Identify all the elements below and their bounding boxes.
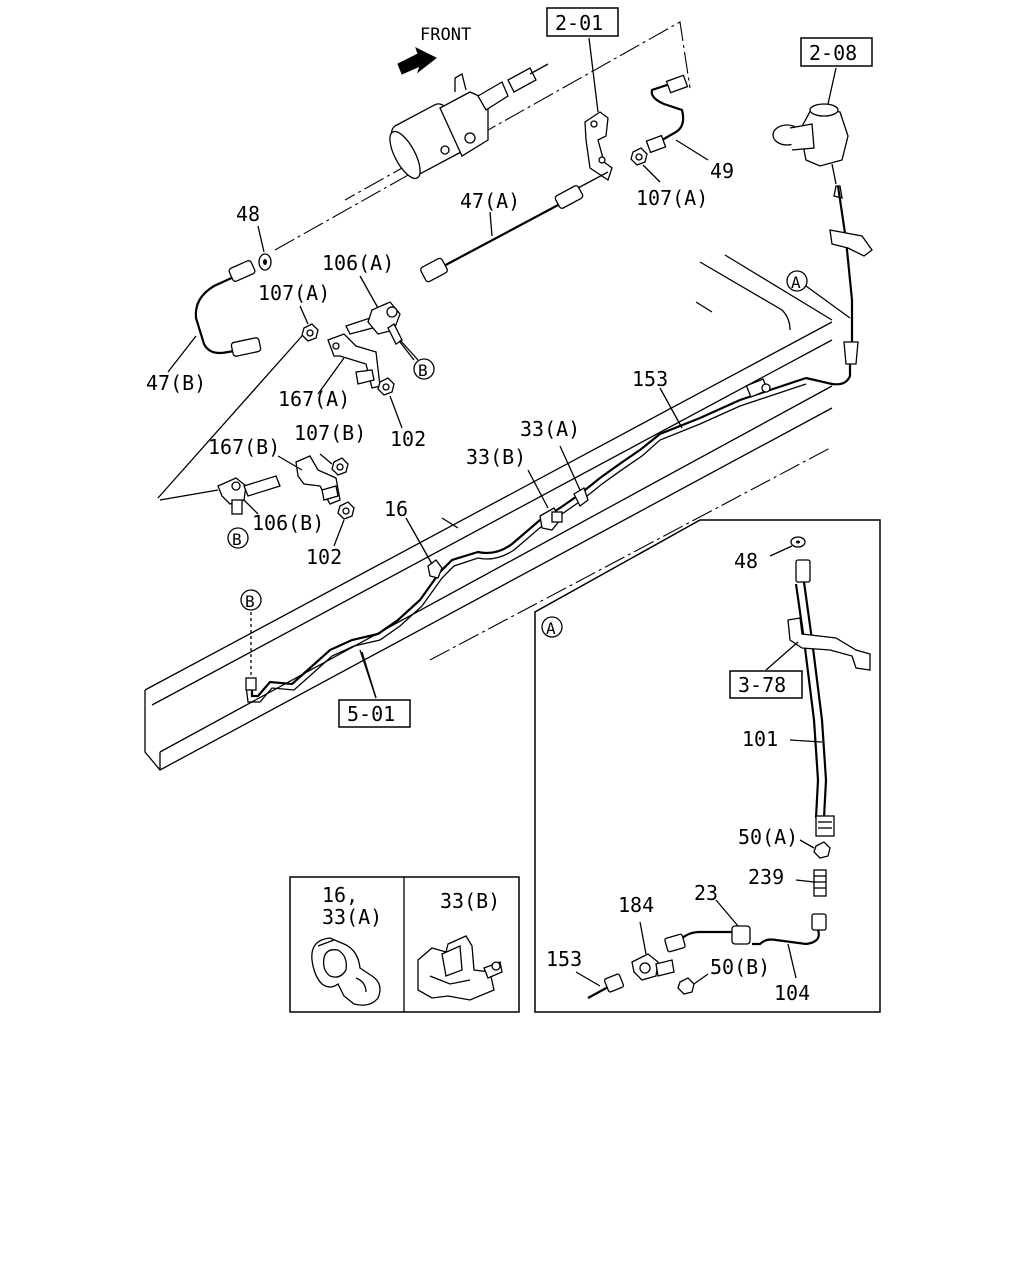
label-104: 104 <box>774 981 810 1005</box>
label-102-top: 102 <box>390 427 426 451</box>
upper-bracket <box>584 37 613 182</box>
label-106a: 106(A) <box>322 251 394 275</box>
bolt-and-nut-102-top <box>355 369 403 429</box>
ref-2-01: 2-01 <box>555 11 603 35</box>
mark-a-detail: A <box>546 619 556 638</box>
joint-106b <box>159 475 281 515</box>
front-hose <box>805 185 873 386</box>
label-16: 16 <box>384 497 408 521</box>
nut-102-bottom <box>333 501 355 547</box>
clips-16-33 <box>359 387 683 699</box>
main-brake-line <box>245 376 807 703</box>
label-167b: 167(B) <box>208 435 280 459</box>
bracket-167a <box>317 333 381 395</box>
clip-inset: 16, 33(A) 33(B) <box>289 876 520 1013</box>
inset-right-line1: 33(B) <box>440 889 500 913</box>
front-arrow: FRONT <box>397 25 471 75</box>
mark-b-106a: B <box>418 361 428 380</box>
label-102-bottom: 102 <box>306 545 342 569</box>
nut-107a-top <box>630 147 661 183</box>
pipe-47b <box>167 260 262 373</box>
label-167a: 167(A) <box>278 387 350 411</box>
circle-marks: A B B B <box>227 270 851 611</box>
pipe-49 <box>645 74 709 161</box>
label-239: 239 <box>748 865 784 889</box>
washer-48-top <box>257 225 272 271</box>
mark-b-106b: B <box>232 530 242 549</box>
label-101: 101 <box>742 727 778 751</box>
bracket-167b <box>277 455 341 505</box>
nut-107a-left <box>157 305 319 499</box>
label-50b: 50(B) <box>710 955 770 979</box>
ref-2-08: 2-08 <box>809 41 857 65</box>
label-33a: 33(A) <box>520 417 580 441</box>
label-106b: 106(B) <box>252 511 324 535</box>
label-107a-left: 107(A) <box>258 281 330 305</box>
ref-boxes: 2-01 2-08 5-01 <box>338 7 873 728</box>
mark-b-line-end: B <box>245 592 255 611</box>
label-48-detail: 48 <box>734 549 758 573</box>
label-153-top: 153 <box>632 367 668 391</box>
master-cylinder <box>772 67 849 185</box>
label-184: 184 <box>618 893 654 917</box>
label-49: 49 <box>710 159 734 183</box>
label-47b: 47(B) <box>146 371 206 395</box>
label-48-top: 48 <box>236 202 260 226</box>
part-labels: 48 47(A) 49 107(A) 106(A) 107(A) 47(B) 1… <box>146 159 734 569</box>
label-107a-top: 107(A) <box>636 186 708 210</box>
label-50a: 50(A) <box>738 825 798 849</box>
label-153-detail: 153 <box>546 947 582 971</box>
joint-106a <box>345 275 415 361</box>
label-23: 23 <box>694 881 718 905</box>
brake-booster <box>389 63 549 180</box>
ref-5-01: 5-01 <box>347 702 395 726</box>
pipe-47a <box>420 171 609 283</box>
label-107b: 107(B) <box>294 421 366 445</box>
mark-a-main: A <box>791 273 801 292</box>
nut-107b <box>319 453 349 476</box>
inset-left-line2: 33(A) <box>322 905 382 929</box>
front-label: FRONT <box>420 25 471 45</box>
label-47a: 47(A) <box>460 189 520 213</box>
frame-rail <box>144 254 833 771</box>
inset-left-line1: 16, <box>322 883 358 907</box>
detail-a: A <box>534 519 881 1013</box>
label-33b: 33(B) <box>466 445 526 469</box>
ref-3-78: 3-78 <box>738 673 786 697</box>
